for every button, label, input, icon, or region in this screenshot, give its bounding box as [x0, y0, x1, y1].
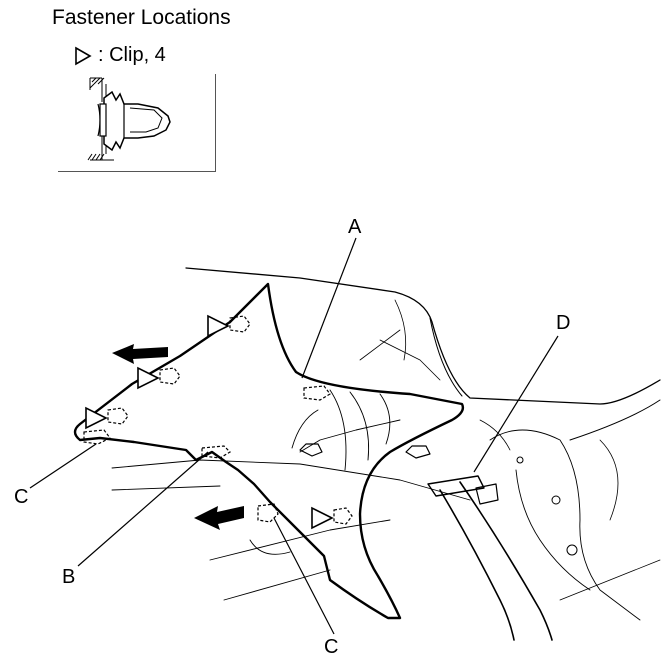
floor-line [559, 559, 661, 601]
seat-belt-left-edge [439, 489, 515, 641]
clip-dashed-3 [107, 407, 129, 425]
pillar-rib-5 [291, 409, 319, 449]
callout-d: D [556, 312, 571, 334]
belt-guide [427, 475, 485, 497]
pillar-rib-3 [379, 393, 391, 445]
clip-dashed-1 [229, 315, 251, 333]
pillar-rib-7 [379, 339, 441, 381]
callout-a: A [348, 216, 362, 238]
clip-dashed-2 [159, 367, 181, 385]
clip-triangle-4 [311, 506, 334, 530]
clip-dashed-a [303, 385, 331, 401]
bolt-1 [566, 544, 578, 556]
body-line-4 [223, 569, 331, 601]
legend-row: : Clip, 4 [74, 44, 166, 67]
callout-c-bottom: C [324, 636, 339, 658]
retractor-cable [515, 469, 591, 591]
clip-triangle-1 [207, 314, 230, 338]
hook-tab-1 [299, 443, 323, 457]
clip-dashed-b [201, 445, 231, 459]
clip-detail-drawing [87, 77, 171, 161]
clip-dashed-c-left [83, 429, 111, 445]
inner-panel-line [479, 419, 511, 451]
leader-b [77, 451, 209, 567]
body-line-2 [111, 485, 221, 491]
bolt-3 [516, 456, 524, 464]
clip-dashed-4 [333, 507, 353, 525]
pillar-rib-1 [329, 389, 347, 471]
clip-triangle-2 [137, 366, 160, 390]
clip-triangle-3 [85, 406, 108, 430]
legend-text: : Clip, 4 [98, 44, 166, 66]
hook-tab-2 [405, 445, 431, 459]
retractor-outline [489, 429, 641, 621]
belt-bracket [475, 483, 499, 505]
callout-c-left: C [14, 486, 29, 508]
leader-c-bottom [273, 517, 335, 635]
pillar-rib-4 [299, 419, 401, 453]
left-arrow-upper [112, 344, 168, 364]
seat-belt-right-edge [459, 481, 553, 641]
body-line-5 [249, 539, 291, 555]
trim-panel-outline [73, 282, 465, 620]
leader-c-left [29, 443, 97, 489]
leader-d [473, 335, 559, 473]
leader-a [301, 237, 357, 379]
triangle-outline-icon [75, 46, 92, 65]
roof-edge-line [185, 267, 661, 405]
callout-b: B [62, 566, 76, 588]
pillar-rib-2 [349, 391, 370, 461]
diagram-title: Fastener Locations [52, 6, 231, 29]
pillar-rib-8 [359, 329, 401, 361]
pillar-edge-line [429, 317, 463, 397]
left-arrow-lower [194, 506, 244, 530]
clip-detail-inset [58, 74, 216, 172]
pillar-rib-6 [394, 299, 407, 361]
bolt-2 [551, 495, 561, 505]
body-line-1 [111, 459, 471, 501]
right-curve [599, 439, 619, 521]
body-line-3 [209, 519, 391, 561]
rear-pillar-curve [569, 399, 661, 441]
